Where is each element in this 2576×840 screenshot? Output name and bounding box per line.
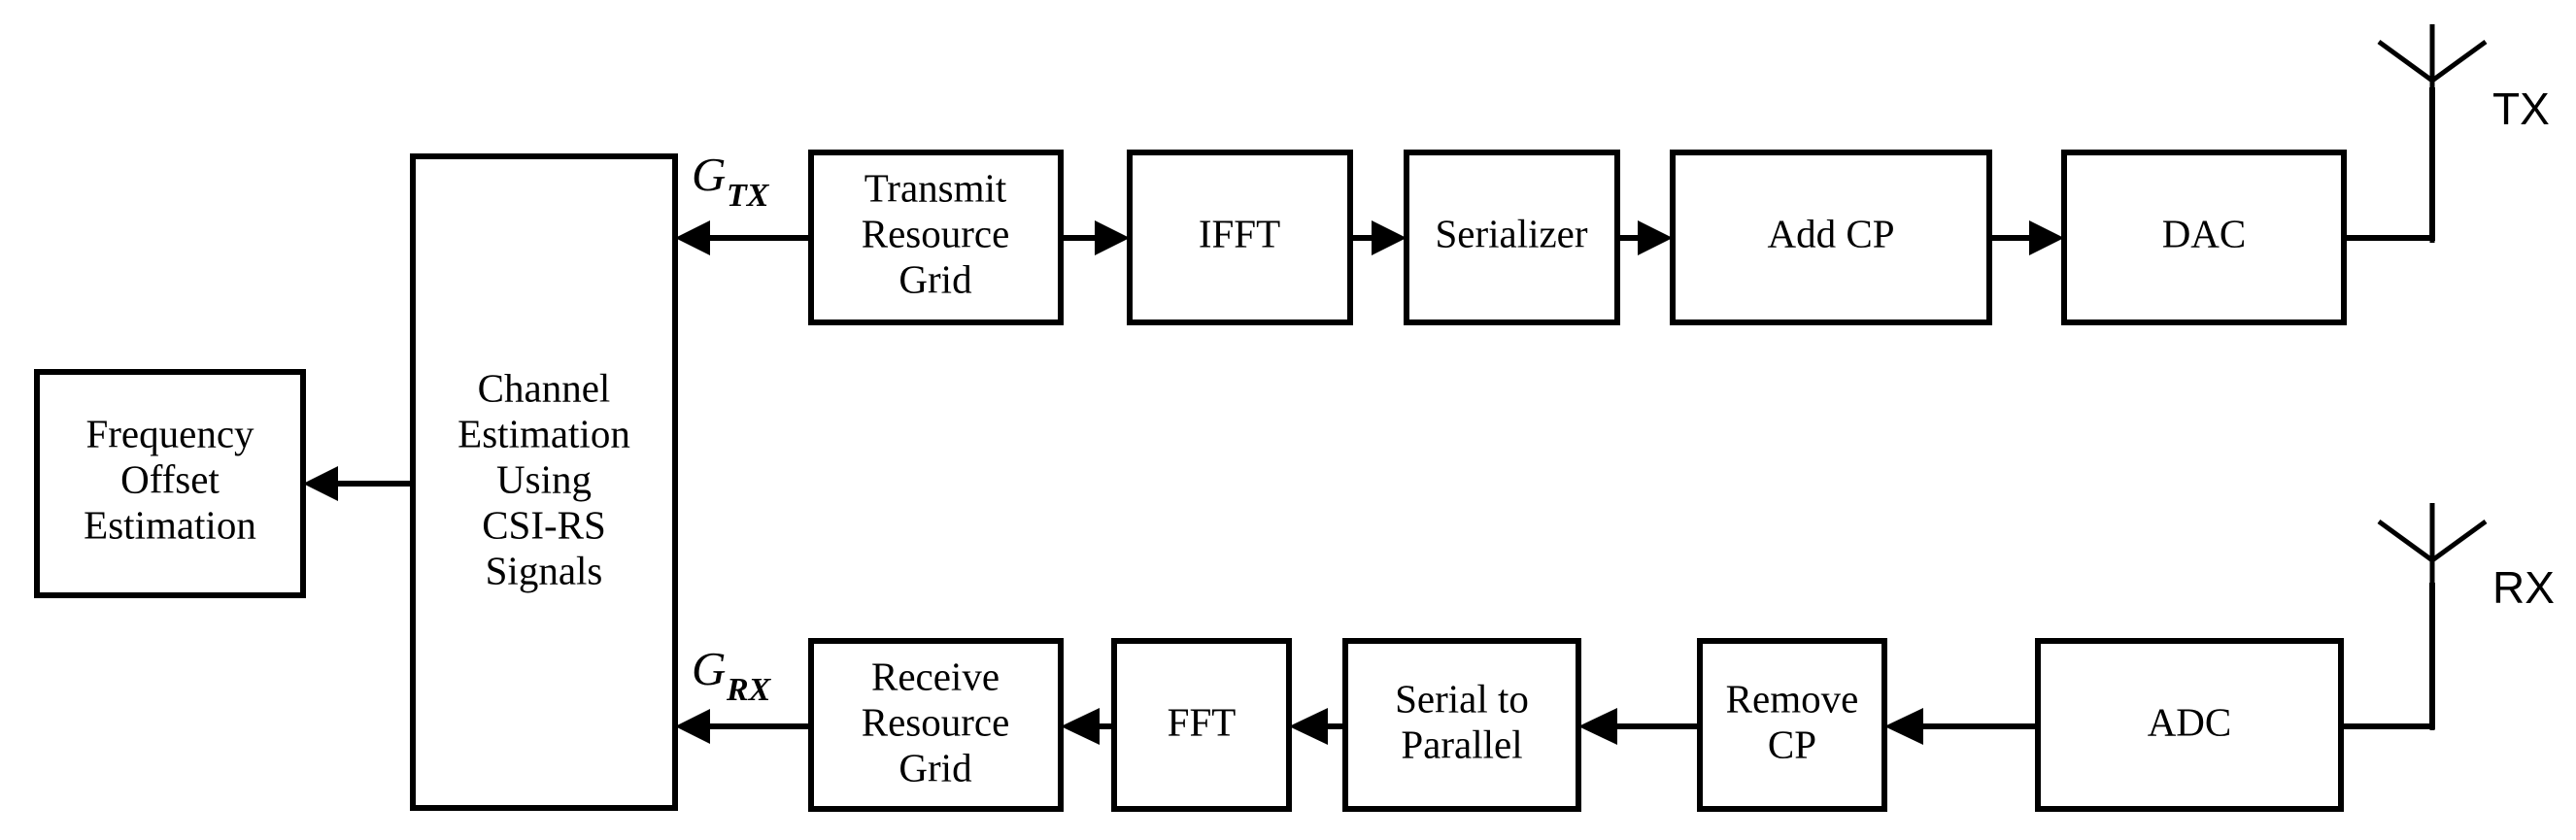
arrow-transmit-grid-to-ifft xyxy=(1061,220,1130,255)
gain-label-tx-base: G xyxy=(692,148,726,201)
line-rx-antenna-to-adc xyxy=(2341,583,2435,729)
block-label-line: Parallel xyxy=(1401,722,1522,766)
arrow-remove-cp-to-serial-to-parallel xyxy=(1578,708,1700,745)
block-label-line: Grid xyxy=(898,256,971,301)
rx-antenna-label: RX xyxy=(2492,562,2555,613)
block-remove-cp[interactable]: Remove CP xyxy=(1697,638,1887,812)
gain-label-tx-subscript: TX xyxy=(727,178,770,214)
block-label-line: Serial to xyxy=(1395,676,1529,721)
gain-label-rx: G RX xyxy=(692,642,772,708)
block-adc[interactable]: ADC xyxy=(2035,638,2344,812)
arrow-ifft-to-serializer xyxy=(1350,220,1407,255)
tx-antenna-icon xyxy=(2377,24,2488,243)
block-label-line: DAC xyxy=(2162,211,2247,255)
block-transmit-resource-grid[interactable]: Transmit Resource Grid xyxy=(808,150,1064,325)
block-add-cp[interactable]: Add CP xyxy=(1670,150,1992,325)
block-label-line: Resource xyxy=(862,699,1010,744)
block-label-line: Channel xyxy=(478,365,611,410)
block-label-line: Estimation xyxy=(458,411,630,455)
block-receive-resource-grid[interactable]: Receive Resource Grid xyxy=(808,638,1064,812)
arrow-channel-estimation-to-frequency-offset xyxy=(303,466,413,501)
block-label-line: Signals xyxy=(486,548,603,592)
block-label-line: Estimation xyxy=(84,502,256,547)
block-label-line: Using xyxy=(496,456,592,501)
block-label-line: Offset xyxy=(120,456,220,501)
block-label-line: IFFT xyxy=(1199,211,1280,255)
block-frequency-offset-estimation[interactable]: Frequency Offset Estimation xyxy=(34,369,306,598)
block-label-line: Transmit xyxy=(864,165,1007,210)
block-label-line: CSI-RS xyxy=(482,502,606,547)
gain-label-tx: G TX xyxy=(692,148,770,214)
arrow-add-cp-to-dac xyxy=(1989,220,2064,255)
arrow-fft-to-receive-grid xyxy=(1061,708,1114,745)
block-label-line: Remove xyxy=(1726,676,1859,721)
block-label-line: Receive xyxy=(871,654,1000,698)
tx-antenna-label: TX xyxy=(2492,84,2550,134)
arrow-adc-to-remove-cp xyxy=(1884,708,2038,745)
gain-label-rx-base: G xyxy=(692,642,726,695)
block-label-line: Grid xyxy=(898,745,971,790)
block-label-line: FFT xyxy=(1168,699,1237,744)
block-label-line: Resource xyxy=(862,211,1010,255)
block-label-line: Add CP xyxy=(1767,211,1894,255)
block-serial-to-parallel[interactable]: Serial to Parallel xyxy=(1342,638,1581,812)
arrow-serial-to-parallel-to-fft xyxy=(1289,708,1345,745)
block-label-line: Serializer xyxy=(1435,211,1587,255)
block-channel-estimation[interactable]: Channel Estimation Using CSI-RS Signals xyxy=(410,153,678,811)
block-serializer[interactable]: Serializer xyxy=(1404,150,1620,325)
block-dac[interactable]: DAC xyxy=(2061,150,2347,325)
arrow-serializer-to-add-cp xyxy=(1617,220,1673,255)
block-label-line: CP xyxy=(1768,722,1816,766)
block-ifft[interactable]: IFFT xyxy=(1127,150,1353,325)
block-label-line: Frequency xyxy=(85,411,254,455)
gain-label-rx-subscript: RX xyxy=(726,672,772,708)
block-fft[interactable]: FFT xyxy=(1111,638,1292,812)
arrow-transmit-grid-to-channel-estimation xyxy=(675,220,811,255)
arrow-receive-grid-to-channel-estimation xyxy=(675,709,811,744)
line-dac-to-tx-antenna xyxy=(2344,87,2435,241)
block-label-line: ADC xyxy=(2148,699,2232,744)
